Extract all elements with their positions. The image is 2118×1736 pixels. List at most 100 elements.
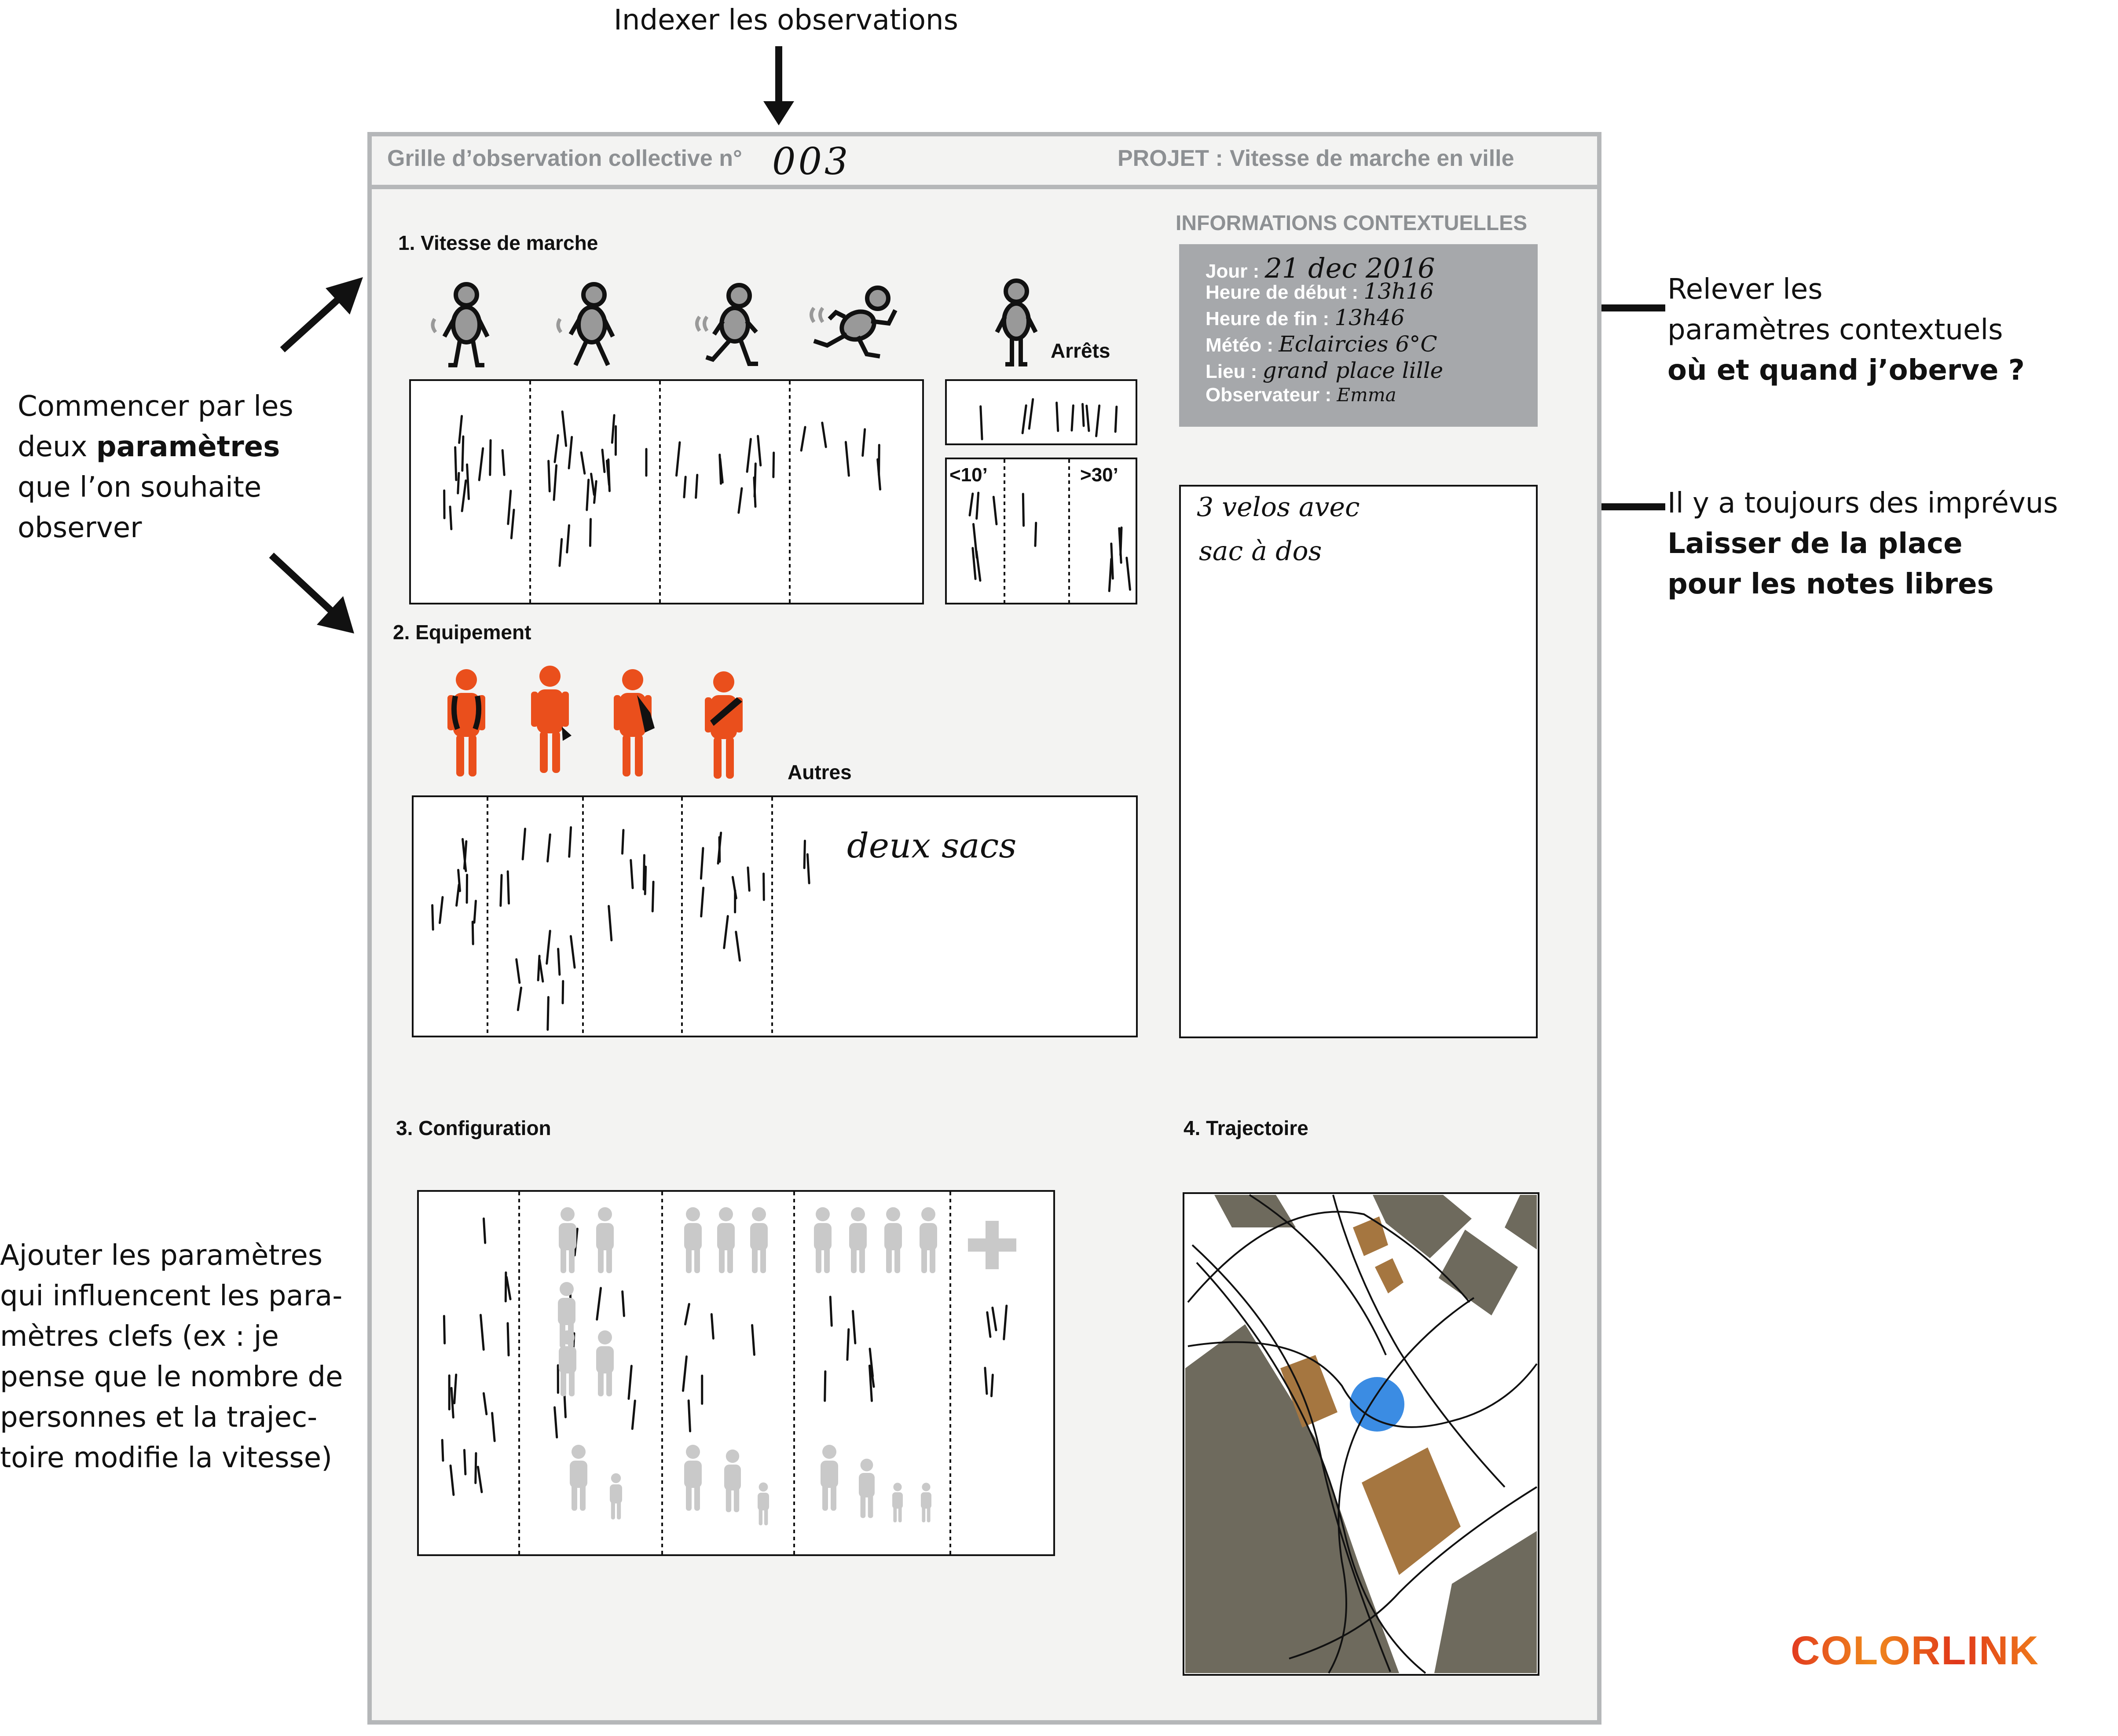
tally-mark	[747, 866, 751, 892]
tally-mark	[651, 880, 655, 912]
tally-mark	[499, 874, 503, 907]
tally-mark	[1114, 405, 1118, 433]
plus-icon	[968, 1238, 1016, 1252]
tally-mark	[546, 996, 550, 1031]
context-row-weather: Météo : Eclaircies 6°C	[1206, 331, 1437, 357]
tally-mark	[975, 491, 980, 520]
tally-mark	[521, 828, 527, 861]
notes-line-1: 3 velos avec	[1197, 492, 1360, 523]
person-silhouette-icon	[824, 1247, 830, 1273]
tally-mark	[968, 492, 974, 516]
tally-mark	[735, 930, 741, 962]
tally-mark	[821, 421, 827, 448]
tally-mark	[631, 1399, 636, 1430]
tally-mark	[772, 451, 775, 478]
person-silhouette-icon	[898, 1506, 902, 1523]
person-silhouette-icon	[569, 1370, 575, 1396]
person-silhouette-icon	[611, 1473, 621, 1483]
annotation-notes: Il y a toujours des imprévus Laisser de …	[1667, 487, 2058, 601]
person-silhouette-icon	[851, 1207, 865, 1221]
trajectory-path	[1332, 1194, 1506, 1488]
tally-mark	[806, 853, 810, 885]
tally-mark	[453, 1373, 458, 1404]
person-silhouette-icon	[617, 1501, 621, 1520]
tally-mark	[558, 538, 563, 567]
tally-mark	[590, 472, 595, 496]
tally-mark	[611, 414, 616, 444]
person-silhouette-icon	[921, 1207, 935, 1221]
person-silhouette-icon	[598, 1247, 604, 1273]
person-silhouette-icon	[694, 1247, 700, 1273]
annotation-index: Indexer les observations	[614, 4, 958, 37]
person-handbag-icon	[531, 666, 572, 773]
person-silhouette-icon	[884, 1223, 902, 1250]
tally-mark	[1085, 404, 1090, 432]
tally-mark	[563, 1394, 567, 1418]
colorlink-logo: COLORLINK	[1791, 1628, 2039, 1673]
stops-label: Arrêts	[1051, 339, 1110, 362]
arrow-down-right-icon	[269, 553, 354, 634]
tally-mark	[546, 833, 551, 863]
sheet-title: Grille d’observation collective n°	[387, 146, 742, 171]
person-silhouette-icon	[759, 1508, 763, 1526]
tally-mark	[586, 479, 590, 511]
building-brown	[1280, 1355, 1337, 1428]
tally-mark	[580, 451, 586, 475]
annotation-context: Relever les paramètres contextuels où et…	[1667, 273, 2025, 387]
arrow-down-icon	[763, 46, 794, 125]
person-silhouette-icon	[598, 1370, 604, 1396]
person-silhouette-icon	[580, 1484, 586, 1511]
person-shoulderbag-icon	[614, 669, 655, 776]
person-silhouette-icon	[606, 1247, 612, 1273]
person-silhouette-icon	[561, 1207, 575, 1221]
blue-point-marker	[1350, 1377, 1404, 1432]
tally-mark	[553, 1406, 558, 1439]
tally-mark	[601, 448, 606, 473]
tally-mark	[506, 1322, 510, 1357]
person-silhouette-icon	[724, 1465, 741, 1491]
person-silhouette-icon	[596, 1223, 614, 1250]
person-silhouette-icon	[816, 1207, 830, 1221]
tally-mark	[621, 829, 625, 855]
person-silhouette-icon	[694, 1484, 700, 1511]
person-silhouette-icon	[922, 1506, 926, 1523]
stop-long-label: >30’	[1080, 464, 1118, 486]
tally-mark	[569, 935, 576, 969]
tally-mark	[844, 441, 850, 477]
building-block	[1434, 1531, 1537, 1673]
tally-mark	[566, 524, 570, 554]
tally-mark	[476, 1465, 483, 1494]
person-silhouette-icon	[684, 1461, 702, 1488]
tally-mark	[547, 460, 551, 493]
person-silhouette-icon	[684, 1223, 702, 1250]
annotation-start: Commencer par les deux paramètres que l’…	[18, 390, 293, 544]
person-silhouette-icon	[570, 1461, 587, 1488]
person-silhouette-icon	[610, 1484, 622, 1504]
person-silhouette-icon	[831, 1484, 836, 1511]
context-row-place: Lieu : grand place lille	[1206, 358, 1444, 383]
tally-mark	[501, 449, 506, 476]
tally-mark	[473, 900, 477, 924]
others-note: deux sacs	[847, 826, 1017, 866]
person-silhouette-icon	[921, 1492, 931, 1509]
building-brown	[1362, 1447, 1461, 1575]
person-silhouette-icon	[686, 1484, 692, 1511]
tally-mark	[829, 1296, 833, 1327]
tally-mark	[568, 826, 572, 858]
person-silhouette-icon	[927, 1506, 931, 1523]
tally-mark	[1125, 557, 1132, 591]
section-title-configuration: 3. Configuration	[396, 1117, 551, 1139]
tally-mark	[482, 1392, 488, 1416]
walker-fast-icon	[695, 283, 758, 366]
person-silhouette-icon	[868, 1494, 873, 1518]
person-silhouette-icon	[752, 1207, 766, 1221]
person-silhouette-icon	[598, 1207, 612, 1221]
person-silhouette-icon	[560, 1282, 574, 1296]
tally-mark	[972, 523, 978, 559]
tally-mark	[644, 865, 647, 895]
building-block	[1505, 1195, 1537, 1249]
tally-mark	[463, 1449, 467, 1476]
person-silhouette-icon	[821, 1461, 838, 1488]
person-silhouette-icon	[759, 1482, 768, 1492]
tally-mark	[731, 876, 737, 900]
